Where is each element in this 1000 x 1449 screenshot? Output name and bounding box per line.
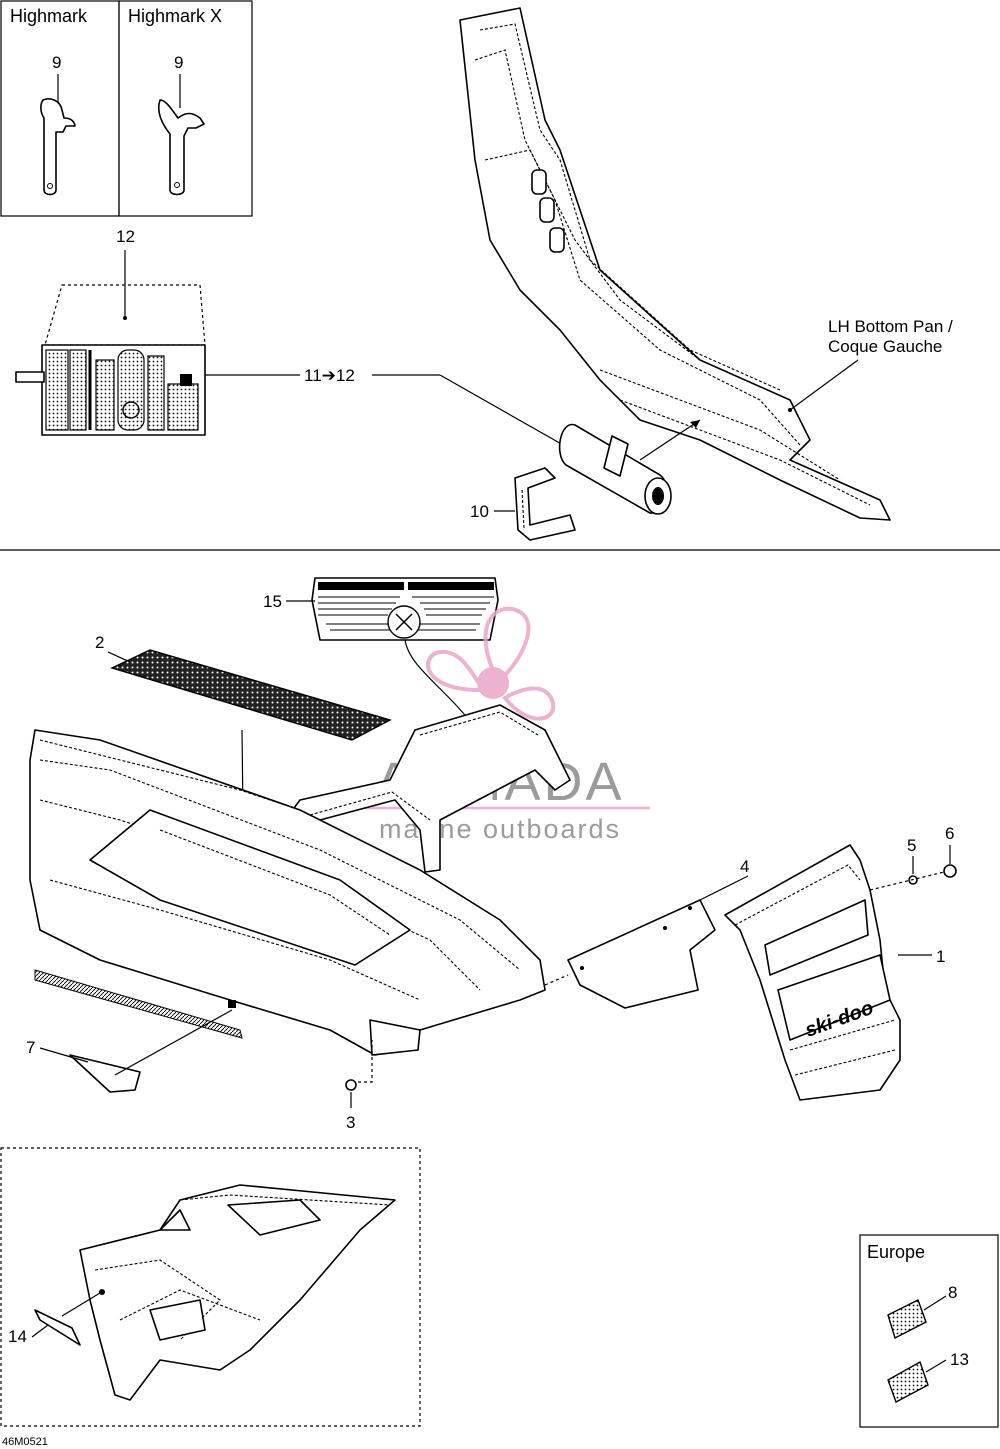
highmark-label: Highmark xyxy=(10,6,88,26)
highmark-x-label: Highmark X xyxy=(128,6,222,26)
belly-pan-box xyxy=(0,1147,421,1427)
tool-bag xyxy=(558,419,701,515)
callout-6: 6 xyxy=(945,824,954,843)
callout-7: 7 xyxy=(26,1038,35,1057)
lh-bottom-pan-label-1: LH Bottom Pan / xyxy=(828,317,953,336)
callout-9-highmark-x: 9 xyxy=(174,53,183,72)
callout-11-to-12: 11➔12 xyxy=(304,366,355,385)
callout-12: 12 xyxy=(116,227,135,246)
mesh-panel xyxy=(110,649,392,741)
tool-bag-strap xyxy=(514,467,576,541)
tool-kit: 12 11➔12 xyxy=(15,227,573,452)
bracket-plate xyxy=(567,899,716,1009)
callout-13: 13 xyxy=(950,1350,969,1369)
nut-6 xyxy=(943,864,957,878)
variant-box-highmark-x: Highmark X 9 xyxy=(118,0,253,217)
callout-10: 10 xyxy=(470,502,489,521)
callout-1: 1 xyxy=(936,947,945,966)
wrench-icon xyxy=(157,99,205,196)
callout-2: 2 xyxy=(95,633,104,652)
safety-decal xyxy=(311,577,499,641)
europe-box: Europe 8 13 xyxy=(859,1234,999,1428)
callout-5: 5 xyxy=(907,836,916,855)
propeller-icon xyxy=(426,606,556,721)
screw-3 xyxy=(345,1079,357,1091)
callout-8: 8 xyxy=(948,1283,957,1302)
lh-bottom-pan-label-2: Coque Gauche xyxy=(828,337,942,356)
lh-bottom-pan xyxy=(459,7,891,521)
europe-label: Europe xyxy=(867,1242,925,1262)
callout-4: 4 xyxy=(740,857,749,876)
callout-14: 14 xyxy=(8,1327,27,1346)
callout-3: 3 xyxy=(346,1113,355,1132)
nose-piece xyxy=(69,1054,141,1093)
tools-icon xyxy=(45,349,199,431)
reflector-13 xyxy=(887,1360,929,1403)
variant-box-highmark: Highmark 9 xyxy=(0,0,120,217)
diagram-code: 46M0521 xyxy=(2,1436,48,1448)
front-hood: ski-doo xyxy=(724,844,901,1101)
reflector-8 xyxy=(887,1299,927,1340)
cooler-slots xyxy=(531,169,565,253)
wrench-icon xyxy=(40,98,76,196)
callout-15: 15 xyxy=(263,592,282,611)
front-frame xyxy=(29,729,546,1056)
callout-9-highmark: 9 xyxy=(52,53,61,72)
